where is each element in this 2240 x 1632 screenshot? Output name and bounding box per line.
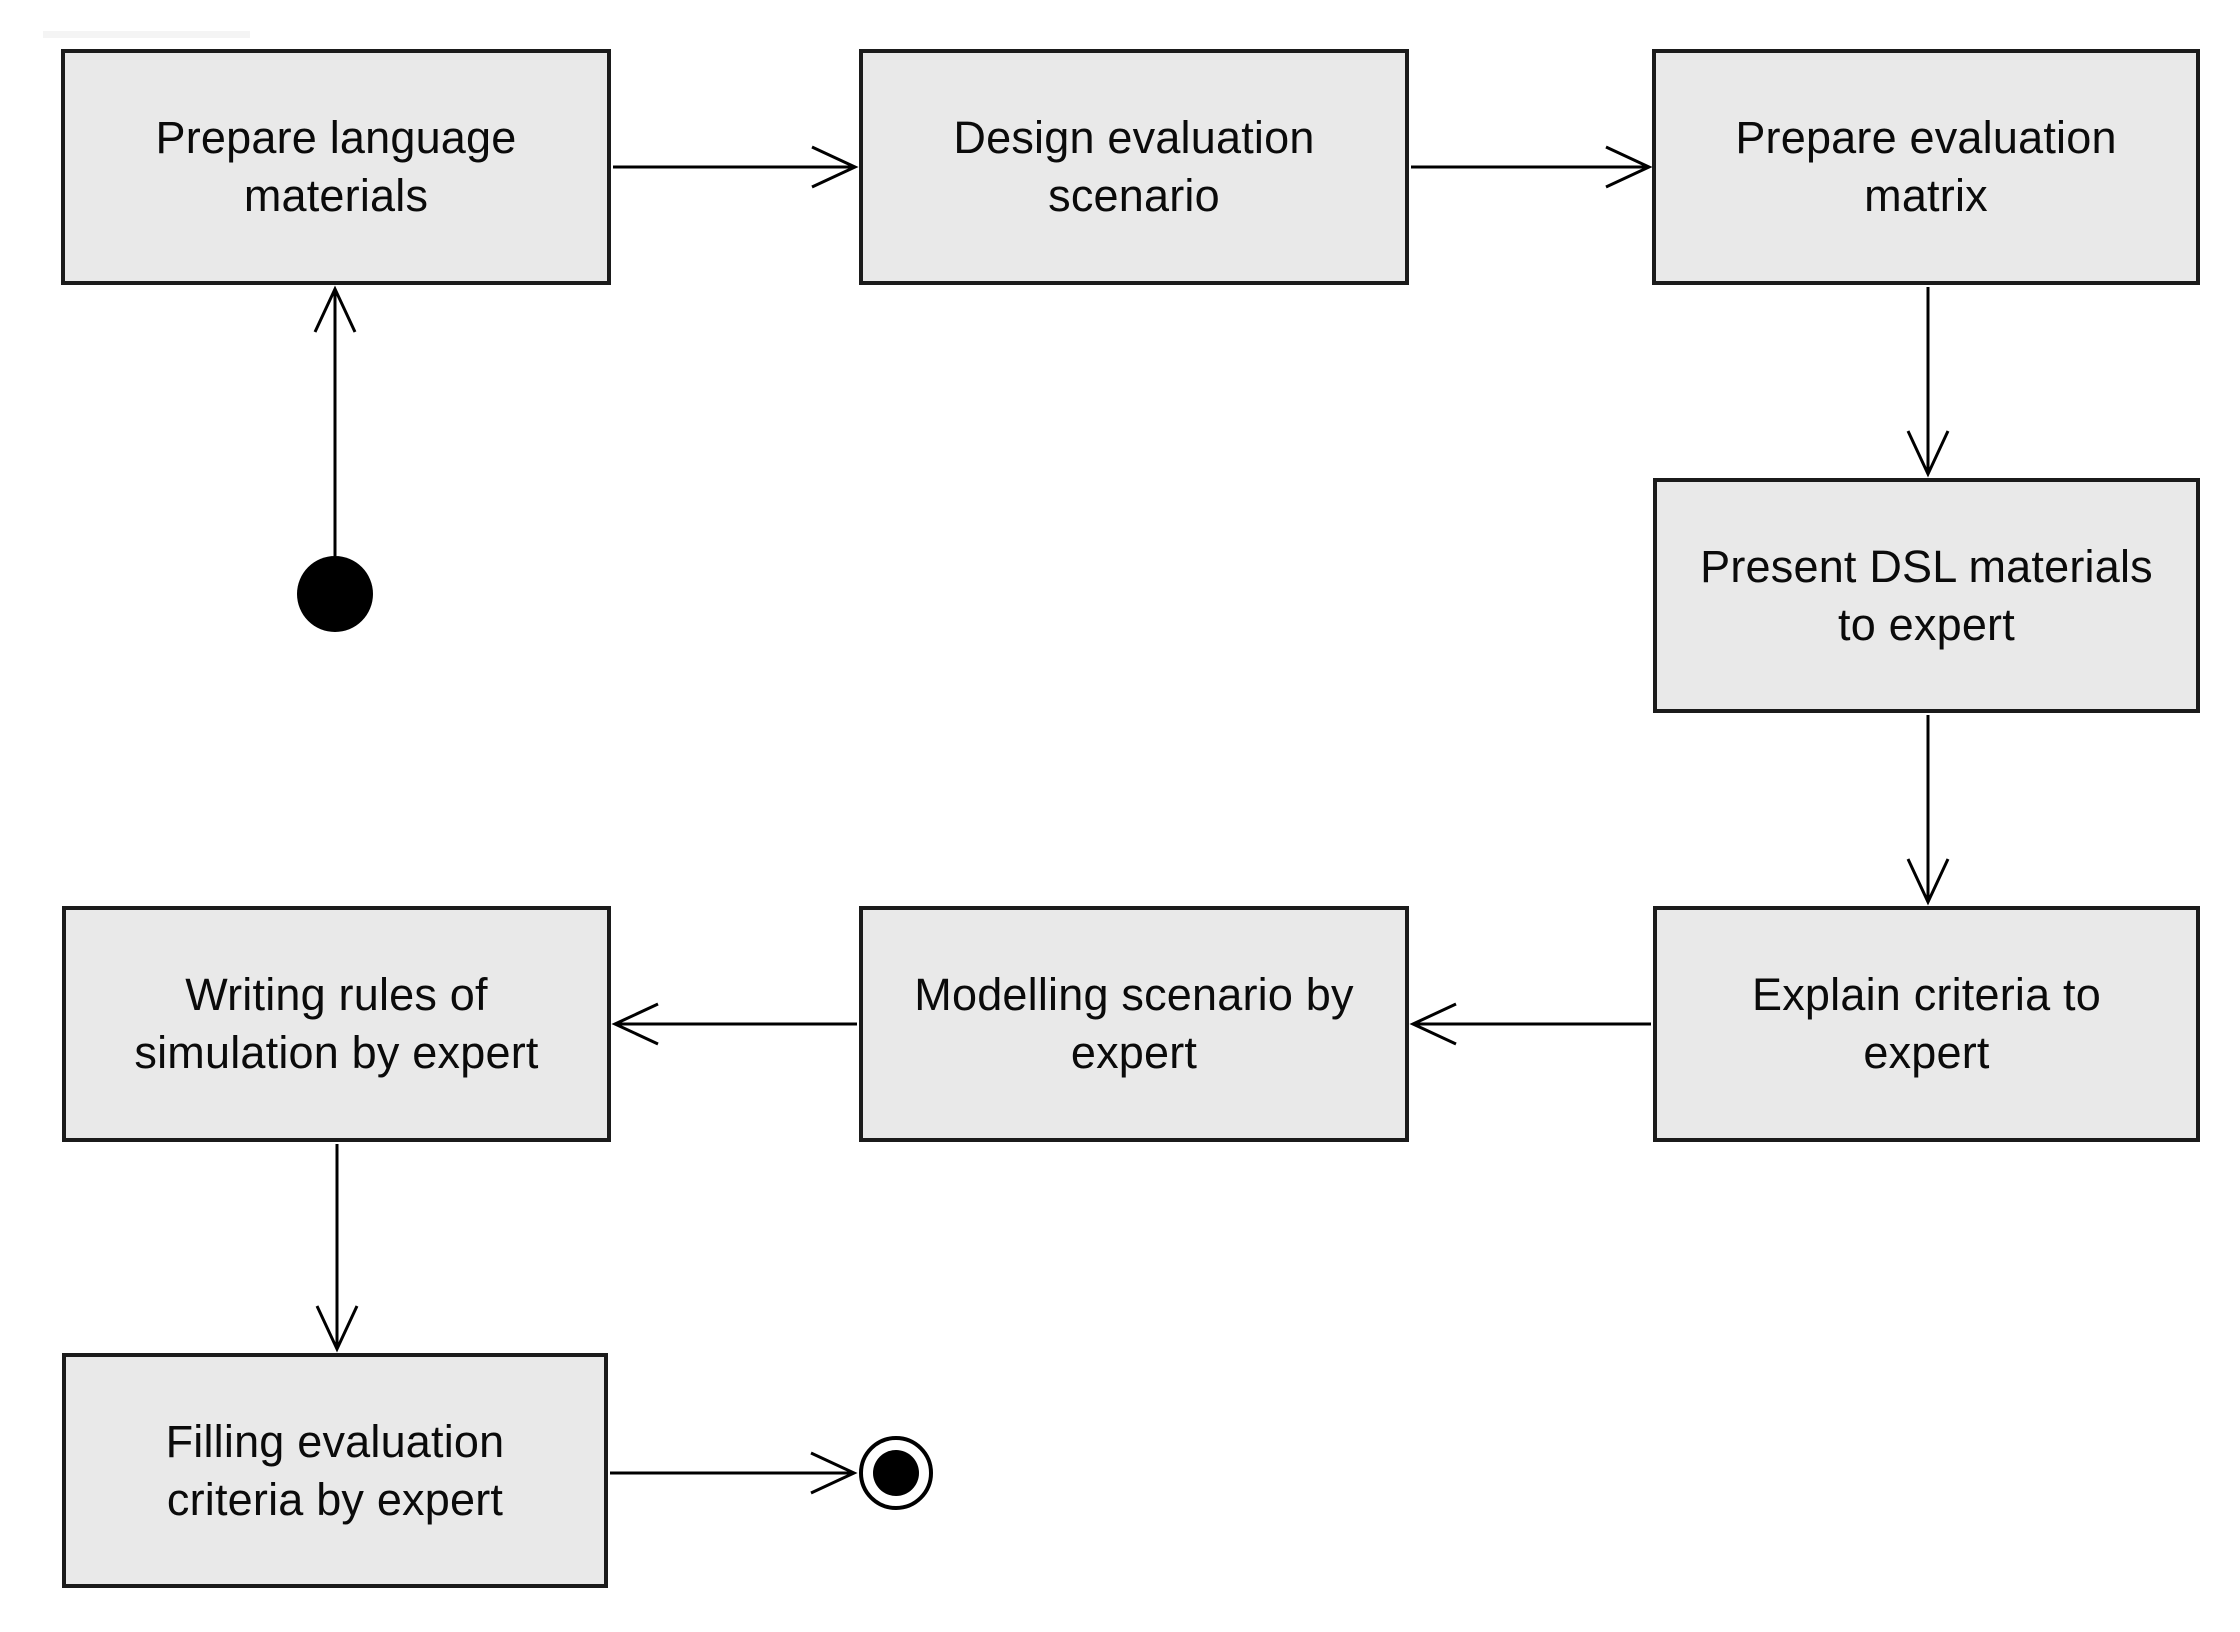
edge-present-dsl-to-explain-criteria — [1908, 715, 1948, 902]
activity-filling-evaluation-criteria-by-expert: Filling evaluation criteria by expert — [62, 1353, 608, 1588]
activity-label: Present DSL materials to expert — [1700, 540, 2153, 650]
edge-explain-criteria-to-modelling-scenario — [1413, 1004, 1651, 1044]
edge-writing-rules-to-filling-criteria — [317, 1144, 357, 1349]
edge-prepare-language-to-design-scenario — [613, 147, 855, 187]
final-state-node — [861, 1438, 931, 1508]
activity-label: Design evaluation scenario — [953, 112, 1315, 221]
activity-modelling-scenario-by-expert: Modelling scenario by expert — [859, 906, 1409, 1142]
activity-label: Writing rules of simulation by expert — [134, 969, 539, 1078]
activity-writing-rules-of-simulation-by-expert: Writing rules of simulation by expert — [62, 906, 611, 1142]
activity-label: Explain criteria to expert — [1752, 969, 2101, 1078]
scan-artifact-streak — [43, 31, 250, 38]
initial-state-node — [297, 556, 373, 632]
activity-label: Prepare language materials — [155, 112, 517, 221]
edge-modelling-scenario-to-writing-rules — [615, 1004, 857, 1044]
activity-design-evaluation-scenario: Design evaluation scenario — [859, 49, 1409, 285]
activity-label: Prepare evaluation matrix — [1735, 112, 2117, 221]
edge-prepare-matrix-to-present-dsl — [1908, 287, 1948, 474]
activity-explain-criteria-to-expert: Explain criteria to expert — [1653, 906, 2200, 1142]
activity-present-dsl-materials-to-expert: Present DSL materials to expert — [1653, 478, 2200, 713]
activity-label: Filling evaluation criteria by expert — [165, 1415, 505, 1525]
edge-start-to-prepare-language-materials — [315, 289, 355, 556]
activity-label: Modelling scenario by expert — [914, 969, 1354, 1078]
activity-prepare-language-materials: Prepare language materials — [61, 49, 611, 285]
edge-filling-criteria-to-end — [610, 1453, 854, 1493]
edge-design-scenario-to-prepare-matrix — [1411, 147, 1649, 187]
activity-prepare-evaluation-matrix: Prepare evaluation matrix — [1652, 49, 2200, 285]
